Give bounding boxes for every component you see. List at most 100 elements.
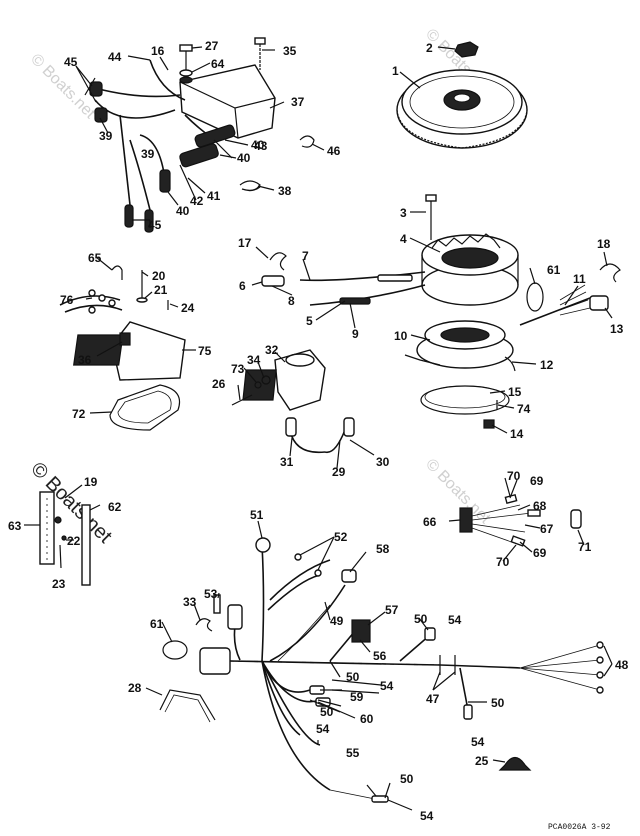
callout-33: 33 [183, 595, 197, 609]
callout-36: 36 [78, 353, 92, 367]
part-36 [119, 332, 131, 346]
clip-12 [504, 356, 516, 372]
callout-72: 72 [72, 407, 86, 421]
callout-40-b: 40 [176, 204, 190, 218]
callout-45-b: 45 [148, 218, 162, 232]
callout-54-c: 54 [316, 722, 330, 736]
callout-50-c: 50 [400, 772, 414, 786]
callout-64: 64 [211, 57, 225, 71]
callout-6: 6 [239, 279, 246, 293]
callout-18: 18 [597, 237, 611, 251]
callout-9: 9 [352, 327, 359, 341]
callout-19: 19 [84, 475, 98, 489]
screw-26 [231, 394, 253, 406]
callout-32: 32 [265, 343, 279, 357]
callout-45-a: 45 [64, 55, 78, 69]
callout-74: 74 [517, 402, 531, 416]
bracket-28 [159, 689, 216, 723]
clip-33 [195, 618, 213, 632]
callout-7: 7 [302, 249, 309, 263]
leader-lines [24, 46, 613, 811]
callout-16: 16 [151, 44, 165, 58]
callout-50-a: 50 [346, 670, 360, 684]
callout-59: 59 [350, 690, 364, 704]
callout-61-bottom: 61 [150, 617, 164, 631]
callout-25: 25 [475, 754, 489, 768]
callout-57: 57 [385, 603, 399, 617]
power-pack [179, 64, 276, 139]
callout-49: 49 [330, 614, 344, 628]
ring-15 [420, 385, 510, 415]
callout-54-a: 54 [448, 613, 462, 627]
callout-76: 76 [60, 293, 74, 307]
callout-47: 47 [426, 692, 440, 706]
callouts: 1 2 3 4 5 6 7 8 9 10 11 12 13 14 15 16 1… [8, 39, 629, 823]
callout-26: 26 [212, 377, 226, 391]
callout-30: 30 [376, 455, 390, 469]
callout-13: 13 [610, 322, 624, 336]
callout-17: 17 [238, 236, 252, 250]
callout-65: 65 [88, 251, 102, 265]
callout-23: 23 [52, 577, 66, 591]
flywheel-nut [454, 41, 479, 58]
callout-70-b: 70 [496, 555, 510, 569]
callout-41: 41 [207, 189, 221, 203]
callout-54-e: 54 [420, 809, 434, 823]
clip-38 [239, 180, 261, 192]
callout-28: 28 [128, 681, 142, 695]
callout-42: 42 [190, 194, 204, 208]
callout-14: 14 [510, 427, 524, 441]
callout-2: 2 [426, 41, 433, 55]
callout-43: 43 [254, 139, 268, 153]
flywheel [396, 69, 528, 149]
callout-53: 53 [204, 587, 218, 601]
callout-66: 66 [423, 515, 437, 529]
washer-73 [254, 381, 262, 389]
callout-39-a: 39 [99, 129, 113, 143]
callout-24: 24 [181, 301, 195, 315]
callout-50-e: 50 [491, 696, 505, 710]
callout-58: 58 [376, 542, 390, 556]
callout-40-c: 40 [251, 138, 265, 152]
clip-46 [299, 135, 315, 148]
callout-69-b: 69 [533, 546, 547, 560]
clip-53 [213, 594, 221, 614]
callout-73: 73 [231, 362, 245, 376]
terminal-strip [39, 491, 91, 586]
callout-1: 1 [392, 64, 399, 78]
callout-29: 29 [332, 465, 346, 479]
callout-54-d: 54 [471, 735, 485, 749]
callout-63: 63 [8, 519, 22, 533]
terminal-block-76 [59, 289, 123, 314]
screw-3 [425, 194, 437, 240]
screws-20-21 [136, 270, 169, 310]
stator [421, 233, 519, 306]
wiring-harness-11 [519, 284, 609, 326]
callout-50-d: 50 [414, 612, 428, 626]
callout-4: 4 [400, 232, 407, 246]
callout-51: 51 [250, 508, 264, 522]
callout-48: 48 [615, 658, 629, 672]
callout-67: 67 [540, 522, 554, 536]
callout-44: 44 [108, 50, 122, 64]
callout-34: 34 [247, 353, 261, 367]
callout-27: 27 [205, 39, 219, 53]
clip-18 [599, 263, 621, 283]
callout-3: 3 [400, 206, 407, 220]
callout-52: 52 [334, 530, 348, 544]
callout-71: 71 [578, 540, 592, 554]
callout-20: 20 [152, 269, 166, 283]
callout-46: 46 [327, 144, 341, 158]
callout-40-a: 40 [237, 151, 251, 165]
callout-10: 10 [394, 329, 408, 343]
wiring-stator-left [261, 252, 426, 306]
clip-65 [111, 265, 123, 280]
bracket-14 [483, 419, 495, 429]
clip-61-bottom [162, 640, 188, 660]
callout-8: 8 [288, 294, 295, 308]
callout-60: 60 [360, 712, 374, 726]
callout-62: 62 [108, 500, 122, 514]
callout-11: 11 [573, 272, 586, 286]
gasket-72 [109, 384, 181, 431]
